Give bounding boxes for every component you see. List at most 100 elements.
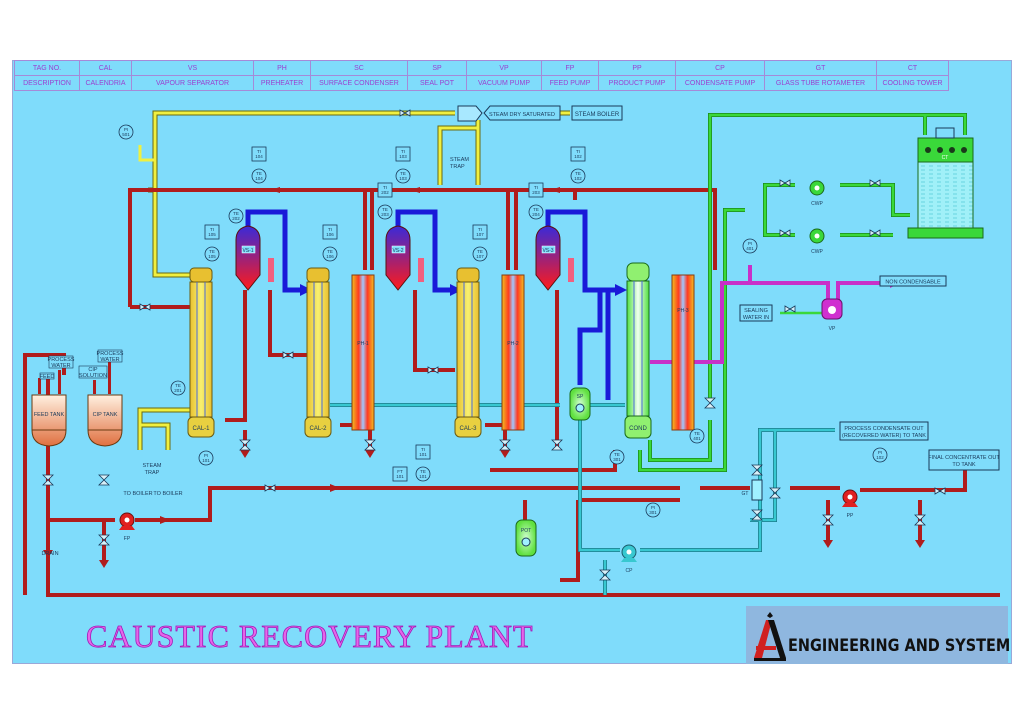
instrument-label: 107: [476, 254, 484, 259]
legend-desc: FEED PUMP: [541, 75, 599, 91]
pot-vessel: POT: [515, 519, 537, 557]
vapour-lines: [245, 209, 615, 400]
instrument-label: 105: [208, 232, 216, 237]
instrument-label: 102: [876, 455, 884, 460]
legend-desc: PREHEATER: [253, 75, 311, 91]
steam-dry-saturated-label: STEAM DRY SATURATED: [489, 112, 555, 118]
product-pump: PP: [842, 489, 858, 519]
steam-trap-label: TRAP: [450, 164, 465, 170]
legend-tag: FP: [541, 60, 599, 76]
steam-boiler-box: [571, 105, 623, 121]
instrument-label: 202: [232, 216, 240, 221]
instrument-label: 102: [574, 176, 582, 181]
legend-tag: CT: [876, 60, 949, 76]
legend-desc: VAPOUR SEPARATOR: [131, 75, 254, 91]
sealing-water-label: WATER IN: [743, 315, 769, 321]
preheater-1: PH-1: [351, 274, 375, 431]
instrument-label: TE: [233, 211, 239, 216]
process-condensate-box: [839, 421, 929, 441]
legend-tag: VP: [466, 60, 542, 76]
drain-label: DRAIN: [41, 551, 58, 557]
legend-tag: SP: [407, 60, 467, 76]
instrument-label: PI: [878, 450, 882, 455]
instrument-label: PI: [204, 453, 208, 458]
instrument-label: TE: [327, 249, 333, 254]
steam-dry-saturated-box: [483, 105, 561, 121]
instrument-label: 105: [208, 254, 216, 259]
instrument-label: 401: [746, 246, 754, 251]
instrument-label: TE: [575, 171, 581, 176]
legend-tag-header: TAG NO.: [14, 60, 80, 76]
plant-title: CAUSTIC RECOVERY PLANT: [86, 618, 534, 655]
instrument-label: 101: [202, 458, 210, 463]
cwp1-label: CWP: [811, 201, 823, 207]
instrument-label: 101: [419, 452, 427, 457]
legend-desc-row: DESCRIPTION CALENDRIA VAPOUR SEPARATOR P…: [14, 75, 949, 91]
ph2-label: PH-2: [507, 341, 519, 347]
legend-desc: CONDENSATE PUMP: [675, 75, 765, 91]
instrument-label: TE: [175, 383, 181, 388]
instrument-label: TE: [256, 171, 262, 176]
process-condensate-label: (RECOVERED WATER) TO TANK: [842, 433, 926, 439]
legend-tag: GT: [764, 60, 877, 76]
instrument-label: 106: [326, 232, 334, 237]
instrument-label: TE: [533, 207, 539, 212]
process-water-label: WATER: [51, 363, 70, 369]
to-boiler-label: TO BOILER: [153, 491, 182, 497]
logo-icon: [754, 612, 786, 661]
condensate-pump: CP: [621, 544, 637, 574]
calendria-1: CAL-1: [187, 267, 215, 438]
instrument-label: FT: [397, 469, 403, 474]
to-boiler-label: TO BOILER: [123, 491, 152, 497]
sp-label: SP: [577, 394, 584, 400]
gt-label: GT: [742, 491, 749, 497]
legend-desc: COOLING TOWER: [876, 75, 949, 91]
vacuum-lines: [650, 265, 890, 364]
instrument-label: 201: [174, 388, 182, 393]
vp-label: VP: [829, 326, 836, 332]
instrument-label: TI: [328, 227, 332, 232]
ph3-label: PH-3: [677, 308, 689, 314]
vs2-label: VS-2: [392, 248, 403, 254]
steam-boiler-label: STEAM BOILER: [575, 112, 620, 118]
process-water-label: WATER: [100, 357, 119, 363]
instrument-label: TE: [614, 452, 620, 457]
legend-desc: GLASS TUBE ROTAMETER: [764, 75, 877, 91]
non-condensable-label: NON CONDENSABLE: [885, 280, 941, 286]
calendria-2: CAL-2: [304, 267, 332, 438]
instrument-label: TE: [477, 249, 483, 254]
sealing-water-label: SEALING: [744, 308, 768, 314]
cip-tank-label: CIP TANK: [93, 412, 118, 418]
ct-label: CT: [942, 155, 949, 161]
instrument-label: 301: [613, 457, 621, 462]
cooling-water-pump-1: CWP: [809, 180, 825, 207]
legend-desc: PRODUCT PUMP: [598, 75, 676, 91]
steam-separator-icon: [457, 105, 483, 122]
instrument-label: TI: [210, 227, 214, 232]
instrument-label: 106: [326, 254, 334, 259]
legend-desc: SURFACE CONDENSER: [310, 75, 408, 91]
cip-solution-label: CIP: [88, 367, 98, 373]
vapour-separator-1: VS-1: [235, 225, 274, 291]
instrument-label: 103: [399, 154, 407, 159]
non-condensable-box: [879, 275, 947, 287]
instrument-label: 104: [255, 176, 263, 181]
steam-trap-label: STEAM: [143, 463, 162, 469]
legend-table: TAG NO. CAL VS PH SC SP VP FP PP CP GT C…: [14, 60, 949, 91]
cip-solution-label: SOLUTION: [79, 373, 107, 379]
feed-tank-label: FEED TANK: [34, 412, 65, 418]
instrument-label: 101: [396, 474, 404, 479]
instrument-label: 203: [532, 190, 540, 195]
